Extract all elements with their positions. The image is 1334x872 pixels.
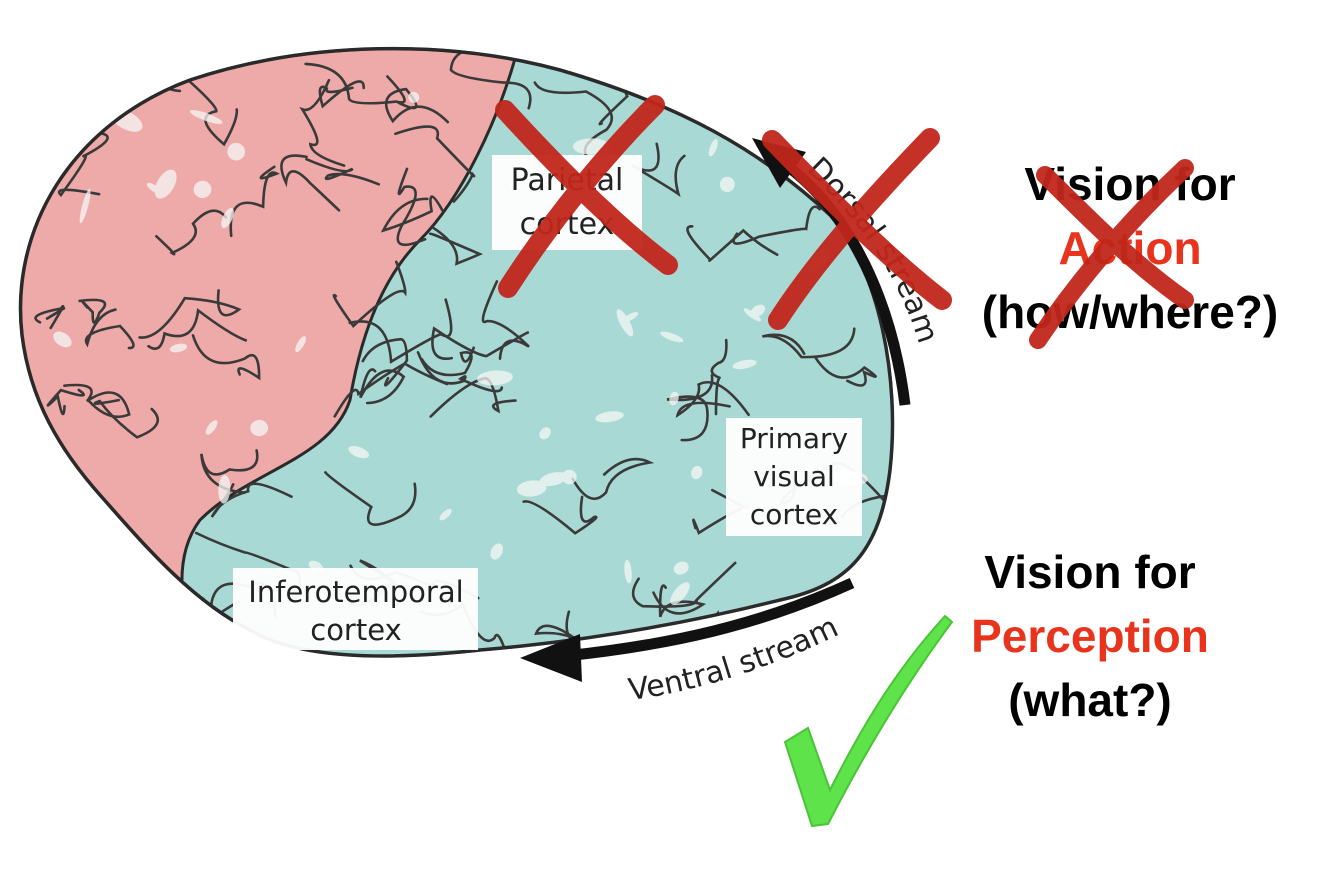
primary-visual-cortex-label: Primary visual cortex	[726, 418, 862, 536]
brain-sulcus	[304, 62, 406, 105]
primary-visual-line1: Primary	[740, 422, 848, 455]
brain-sulcus	[34, 304, 66, 330]
brain-highlight	[691, 465, 703, 480]
ventral-panel-line1: Vision for	[984, 546, 1196, 598]
brain-sulcus	[420, 346, 475, 377]
brain-sulcus	[522, 495, 598, 535]
brain-highlight	[169, 343, 188, 353]
brain-highlight	[673, 561, 689, 575]
brain-highlight	[670, 582, 690, 605]
dorsal-panel-line3: (how/where?)	[981, 286, 1279, 338]
cross-mark-icon	[495, 95, 678, 298]
brain-sulcus	[191, 334, 261, 381]
brain-sulcus	[380, 195, 444, 233]
brain-sulcus	[686, 224, 779, 262]
brain-highlight	[295, 336, 307, 353]
brain-highlight	[53, 331, 72, 348]
brain-sulcus	[57, 132, 109, 197]
brain-sulcus	[361, 337, 409, 387]
brain-sulcus	[46, 388, 85, 416]
brain-highlight	[79, 188, 91, 224]
brain-highlight	[221, 207, 234, 229]
brain-highlight	[218, 475, 231, 504]
brain-sulcus	[305, 157, 381, 186]
primary-visual-line2: visual	[753, 460, 835, 493]
brain-highlight	[732, 359, 757, 370]
brain-sulcus	[481, 280, 530, 360]
brain-sulcus	[280, 154, 341, 212]
brain-sulcus	[348, 298, 453, 364]
brain-sulcus	[571, 457, 655, 501]
check-mark-icon	[783, 614, 954, 828]
ventral-panel-line3: (what?)	[1008, 674, 1172, 726]
brain-sulcus	[666, 374, 714, 442]
brain-highlight	[708, 138, 718, 157]
brain-sulcus	[534, 610, 593, 648]
brain-highlight	[476, 370, 513, 386]
brain-highlight	[539, 427, 551, 440]
brain-highlight	[624, 559, 632, 584]
brain-highlight	[250, 419, 269, 437]
brain-highlight	[439, 508, 452, 521]
brain-sulcus	[396, 167, 427, 247]
brain-sulcus	[229, 165, 280, 238]
cross-mark-icon	[762, 128, 952, 330]
brain-sulcus	[318, 80, 366, 109]
ventral-vision-panel: Vision for Perception (what?)	[940, 540, 1240, 732]
brain-highlight	[348, 445, 370, 459]
brain-sulcus	[631, 561, 737, 608]
inferotemporal-line1: Inferotemporal	[248, 575, 463, 609]
inferotemporal-cortex-label: Inferotemporal cortex	[233, 568, 478, 650]
brain-highlight	[669, 391, 679, 406]
brain-sulcus	[630, 142, 686, 198]
cross-mark-icon	[1029, 159, 1194, 349]
brain-sulcus	[324, 471, 417, 526]
brain-highlight	[561, 469, 577, 485]
brain-highlight	[205, 420, 218, 435]
brain-sulcus	[333, 362, 449, 418]
brain-sulcus	[155, 209, 228, 256]
brain-sulcus	[84, 308, 135, 350]
brain-sulcus	[428, 226, 484, 266]
brain-sulcus	[299, 78, 346, 167]
brain-highlight	[154, 169, 177, 199]
brain-highlight	[660, 331, 684, 343]
brain-highlight	[719, 176, 735, 193]
brain-sulcus	[332, 260, 407, 328]
brain-sulcus	[359, 368, 406, 405]
brain-sulcus	[147, 307, 248, 351]
brain-highlight	[193, 180, 212, 199]
brain-highlight	[227, 142, 246, 161]
brain-sulcus	[416, 351, 504, 393]
brain-sulcus	[394, 125, 476, 203]
brain-highlight	[595, 411, 624, 423]
brain-highlight	[408, 91, 420, 103]
brain-sulcus	[813, 355, 878, 387]
brain-highlight	[539, 472, 568, 487]
brain-sulcus	[138, 289, 242, 339]
brain-highlight	[490, 543, 503, 560]
brain-highlight	[516, 480, 547, 497]
brain-sulcus	[200, 449, 259, 494]
brain-highlight	[622, 311, 639, 323]
brain-highlight	[743, 308, 762, 322]
brain-sulcus	[732, 205, 821, 245]
brain-sulcus	[78, 298, 107, 324]
brain-sulcus	[63, 383, 131, 419]
brain-highlight	[189, 110, 223, 124]
inferotemporal-line2: cortex	[310, 613, 401, 647]
brain-sulcus	[93, 398, 160, 439]
brain-sulcus	[761, 327, 856, 359]
primary-visual-line3: cortex	[750, 498, 838, 531]
ventral-panel-line2: Perception	[971, 610, 1209, 662]
brain-sulcus	[177, 70, 239, 147]
brain-highlight	[616, 309, 634, 337]
